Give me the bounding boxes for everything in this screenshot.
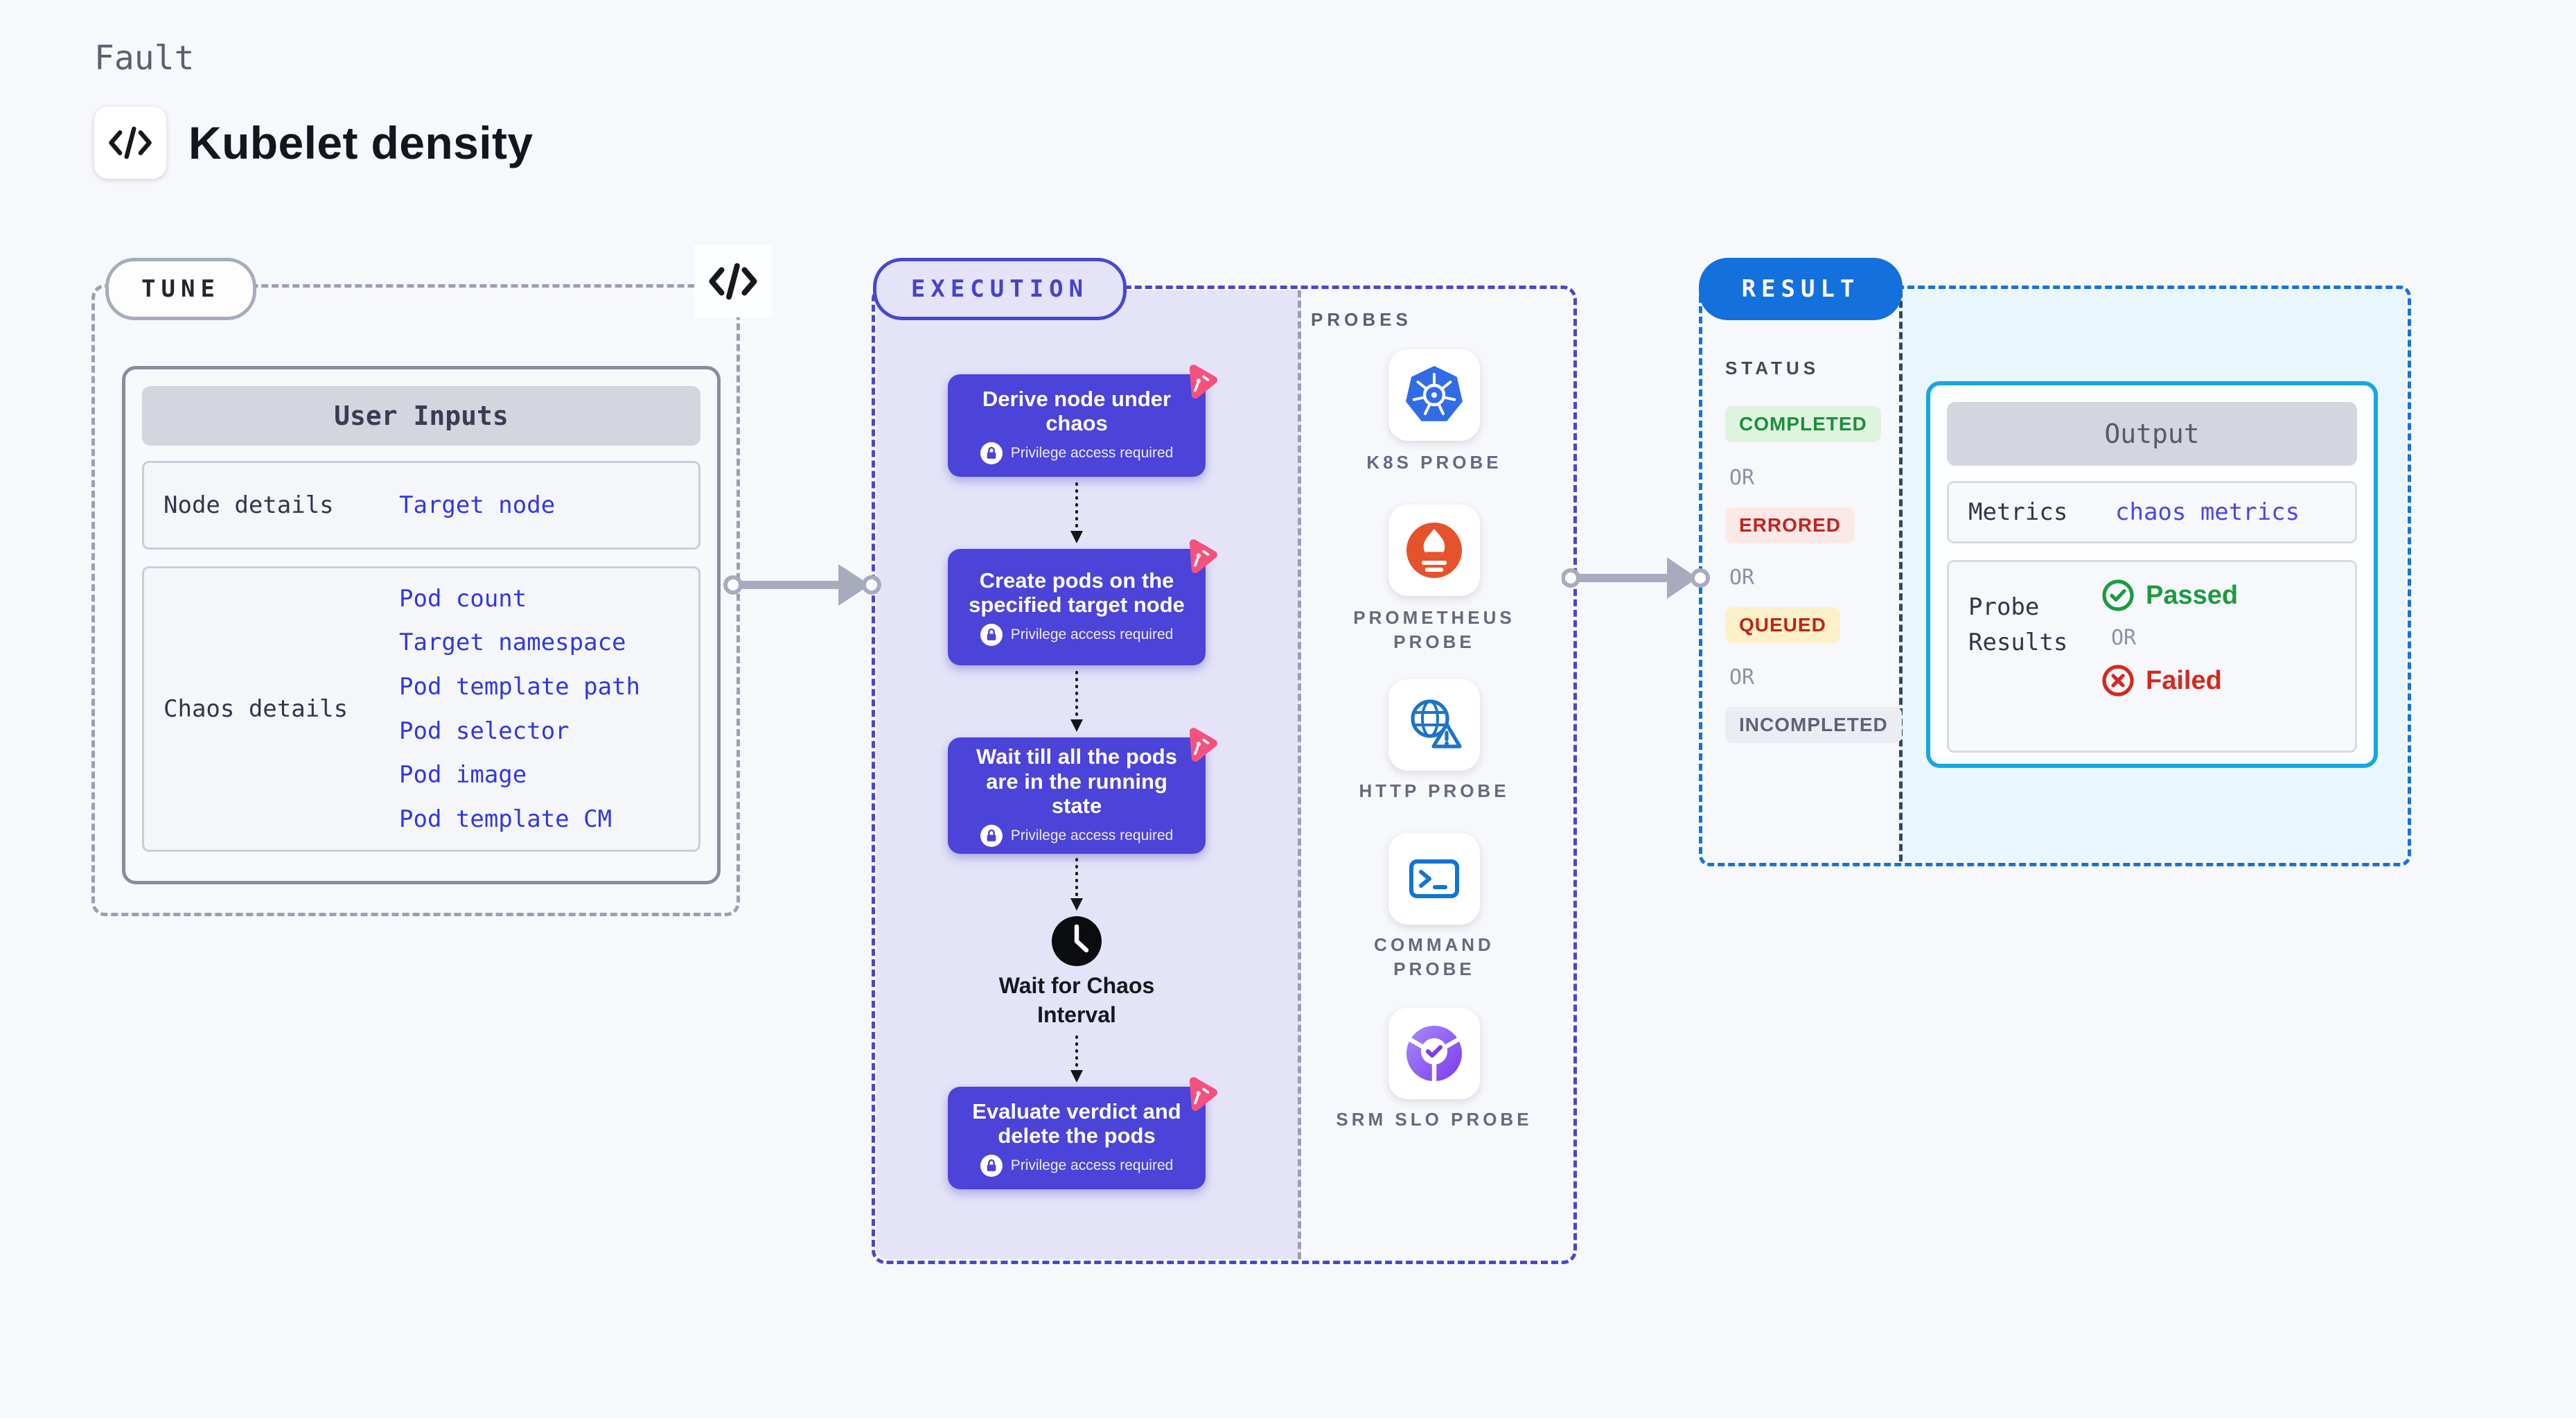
- terminal-icon: [1409, 859, 1459, 898]
- status-badge-queued: QUEUED: [1725, 607, 1840, 643]
- probe-label: SRM SLO PROBE: [1336, 1109, 1533, 1130]
- globe-warning-icon: [1411, 699, 1462, 749]
- step-title: Create pods on the specified target node: [969, 568, 1185, 617]
- slo-donut-check-icon: [1406, 1026, 1462, 1084]
- arrow-down-icon: [1070, 858, 1083, 911]
- prometheus-probe-card: [1388, 505, 1480, 596]
- chaos-experiment-icon: [1189, 539, 1217, 574]
- table-row: Probe Results Passed OR Failed: [1947, 560, 2357, 753]
- code-corner-icon: [694, 245, 772, 317]
- privilege-note: Privilege access required: [1010, 1157, 1174, 1174]
- input-link-pod-template-path[interactable]: Pod template path: [399, 673, 640, 701]
- or-label: OR: [1729, 466, 1755, 490]
- output-table: Output Metrics chaos metrics Probe Resul…: [1926, 381, 2378, 768]
- result-pill: RESULT: [1699, 258, 1903, 320]
- srm-slo-probe-card: [1388, 1008, 1480, 1099]
- x-circle-icon: [2102, 665, 2134, 697]
- probe-label: K8S PROBE: [1366, 452, 1502, 473]
- privilege-note: Privilege access required: [1010, 627, 1174, 643]
- fault-category: Fault: [94, 39, 195, 78]
- status-badge-completed: COMPLETED: [1725, 406, 1881, 442]
- privilege-note: Privilege access required: [1010, 445, 1174, 462]
- verdict-passed: Passed: [2146, 580, 2239, 610]
- input-link-pod-selector[interactable]: Pod selector: [399, 717, 570, 745]
- lock-icon: [980, 824, 1003, 847]
- arrow-down-icon: [1070, 671, 1083, 732]
- row-label: Metrics: [1968, 498, 2068, 526]
- user-inputs-table: User Inputs Node details Target node Cha…: [122, 366, 721, 884]
- or-label: OR: [1729, 665, 1755, 690]
- lock-icon: [980, 442, 1003, 465]
- step-evaluate-verdict: Evaluate verdict and delete the pods Pri…: [948, 1077, 1217, 1189]
- row-label: Probe Results: [1968, 593, 2068, 656]
- step-derive-node: Derive node under chaos Privilege access…: [948, 365, 1217, 477]
- or-label: OR: [1729, 566, 1755, 590]
- step-create-pods: Create pods on the specified target node…: [948, 539, 1217, 665]
- lock-icon: [980, 624, 1003, 647]
- tune-panel: [91, 284, 740, 916]
- code-icon: [94, 107, 166, 179]
- probe-label: HTTP PROBE: [1359, 780, 1510, 801]
- table-row: Metrics chaos metrics: [1947, 481, 2357, 543]
- execution-pill: EXECUTION: [873, 258, 1127, 320]
- chaos-experiment-icon: [1189, 365, 1217, 399]
- chaos-experiment-icon: [1189, 728, 1217, 762]
- probe-label: COMMAND PROBE: [1374, 934, 1494, 980]
- or-label: OR: [2111, 626, 2137, 650]
- probe-label: PROMETHEUS PROBE: [1353, 607, 1515, 653]
- lock-icon: [980, 1155, 1003, 1178]
- step-title: Derive node under chaos: [982, 386, 1172, 435]
- status-title: STATUS: [1725, 358, 1820, 378]
- input-link-pod-count[interactable]: Pod count: [399, 584, 527, 613]
- input-link-pod-image[interactable]: Pod image: [399, 761, 527, 789]
- output-header: Output: [1947, 402, 2357, 466]
- probes-title: PROBES: [1311, 309, 1412, 330]
- row-label: Node details: [164, 491, 334, 519]
- step-wait-pods-running: Wait till all the pods are in the runnin…: [948, 728, 1217, 854]
- kubernetes-icon: [1406, 366, 1463, 421]
- prometheus-icon: [1406, 523, 1462, 578]
- check-circle-icon: [2102, 579, 2134, 611]
- clock-icon: [1050, 915, 1103, 968]
- step-title: Evaluate verdict and delete the pods: [972, 1098, 1181, 1148]
- input-link-target-node[interactable]: Target node: [399, 491, 556, 519]
- command-probe-card: [1388, 833, 1480, 925]
- input-link-target-namespace[interactable]: Target namespace: [399, 629, 626, 657]
- status-badge-incompleted: INCOMPLETED: [1725, 707, 1902, 743]
- input-link-pod-template-cm[interactable]: Pod template CM: [399, 805, 612, 834]
- table-row: Node details Target node: [142, 461, 700, 550]
- arrow-right-icon: [1562, 557, 1710, 599]
- row-label: Chaos details: [164, 695, 349, 723]
- privilege-note: Privilege access required: [1010, 827, 1174, 843]
- status-badge-errored: ERRORED: [1725, 507, 1855, 543]
- chaos-experiment-icon: [1189, 1077, 1217, 1112]
- user-inputs-header: User Inputs: [142, 386, 700, 446]
- table-row: Chaos details Pod count Target namespace…: [142, 566, 700, 852]
- k8s-probe-card: [1388, 349, 1480, 441]
- arrow-down-icon: [1070, 482, 1083, 543]
- arrow-down-icon: [1070, 1035, 1083, 1083]
- http-probe-card: [1388, 679, 1480, 771]
- page-title: Kubelet density: [188, 117, 533, 168]
- step-title: Wait till all the pods are in the runnin…: [976, 744, 1177, 818]
- wait-chaos-interval-label: Wait for Chaos Interval: [998, 973, 1155, 1027]
- chaos-metrics-link[interactable]: chaos metrics: [2115, 498, 2300, 526]
- tune-pill: TUNE: [105, 258, 256, 320]
- verdict-failed: Failed: [2146, 665, 2222, 695]
- arrow-right-icon: [723, 564, 881, 606]
